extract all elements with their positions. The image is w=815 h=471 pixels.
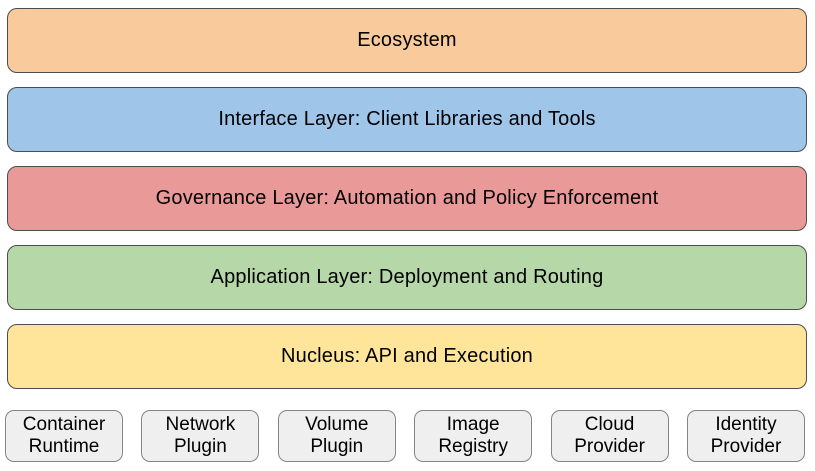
plugin-label-volume-plugin: Volume Plugin (305, 414, 369, 457)
plugin-row: Container Runtime Network Plugin Volume … (5, 410, 805, 462)
layer-application-label: Application Layer: Deployment and Routin… (210, 266, 604, 288)
layer-ecosystem-label: Ecosystem (357, 29, 457, 51)
plugin-box-volume-plugin: Volume Plugin (277, 410, 396, 462)
plugin-box-cloud-provider: Cloud Provider (550, 410, 669, 462)
layer-governance-label: Governance Layer: Automation and Policy … (155, 187, 659, 209)
layer-governance: Governance Layer: Automation and Policy … (7, 166, 807, 231)
layer-interface-label: Interface Layer: Client Libraries and To… (218, 108, 596, 130)
plugin-box-identity-provider: Identity Provider (686, 410, 805, 462)
plugin-label-cloud-provider: Cloud Provider (574, 414, 645, 457)
layer-interface: Interface Layer: Client Libraries and To… (7, 87, 807, 152)
layer-nucleus: Nucleus: API and Execution (7, 324, 807, 389)
layer-ecosystem: Ecosystem (7, 8, 807, 73)
layer-application: Application Layer: Deployment and Routin… (7, 245, 807, 310)
layer-nucleus-label: Nucleus: API and Execution (280, 345, 534, 367)
plugin-label-network-plugin: Network Plugin (165, 414, 236, 457)
plugin-box-container-runtime: Container Runtime (5, 410, 123, 462)
plugin-box-image-registry: Image Registry (414, 410, 533, 462)
plugin-label-identity-provider: Identity Provider (710, 414, 782, 457)
layer-stack: Ecosystem Interface Layer: Client Librar… (7, 8, 807, 389)
plugin-box-network-plugin: Network Plugin (141, 410, 260, 462)
plugin-label-container-runtime: Container Runtime (22, 414, 106, 457)
plugin-label-image-registry: Image Registry (438, 414, 509, 457)
